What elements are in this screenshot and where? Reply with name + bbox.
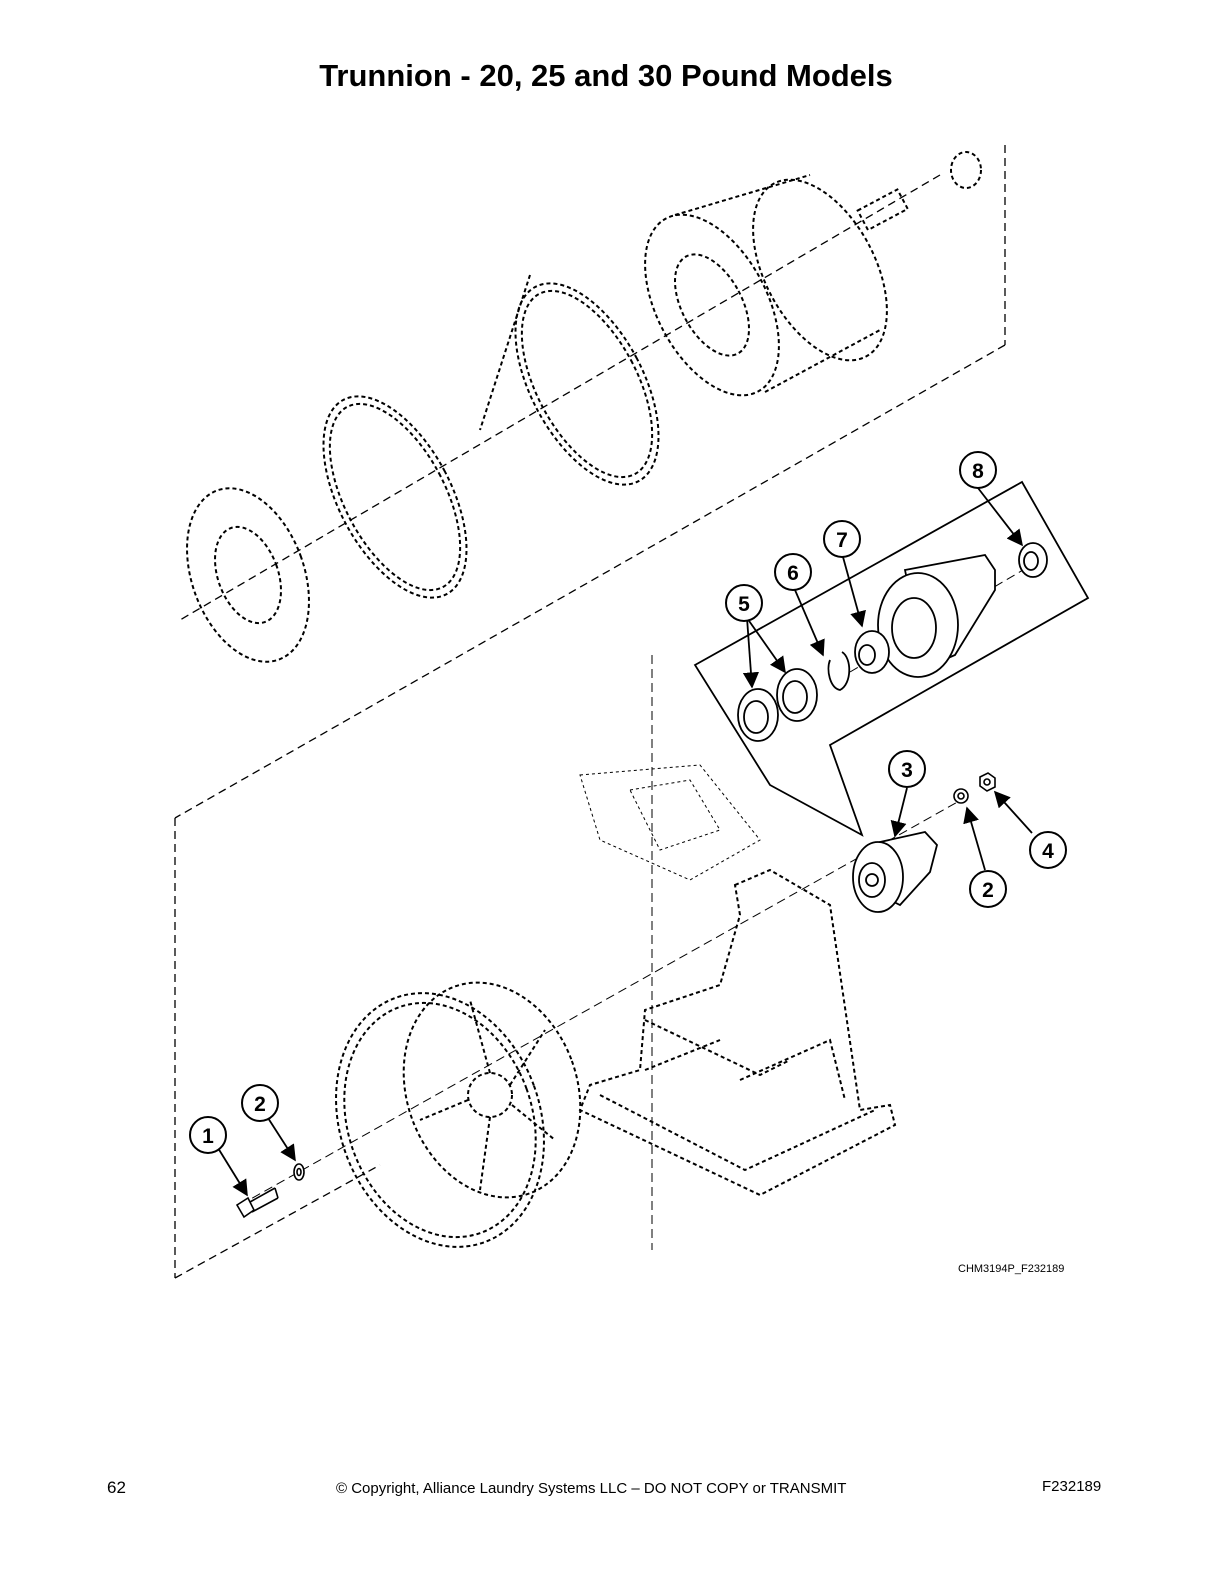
page-title: Trunnion - 20, 25 and 30 Pound Models: [319, 58, 893, 93]
detail-box: [693, 480, 1090, 837]
footer-copyright: © Copyright, Alliance Laundry Systems LL…: [336, 1480, 847, 1497]
bolt-part: [235, 1187, 279, 1219]
footer-doc-number: F232189: [1042, 1478, 1102, 1495]
gasket-rings-phantom: [322, 274, 660, 599]
seal-part-outer: [737, 688, 779, 742]
svg-text:7: 7: [836, 529, 848, 552]
trunnion-support-phantom: [578, 868, 897, 1197]
svg-text:8: 8: [972, 460, 984, 483]
callout-leaders: [217, 487, 1033, 1197]
svg-text:3: 3: [901, 759, 913, 782]
nut-part: [979, 772, 996, 792]
callout-5: 5: [725, 584, 763, 622]
callout-2-rear: 2: [969, 870, 1007, 908]
seal-part-inner: [776, 668, 818, 722]
callout-2-front: 2: [241, 1084, 279, 1122]
front-flange-phantom: [186, 487, 310, 663]
pulley-phantom: [335, 981, 582, 1248]
bearing-housing-assembly: [852, 831, 938, 913]
washer-part-front: [293, 1163, 305, 1181]
callout-3: 3: [888, 750, 926, 788]
basket-cylinder-phantom: [644, 151, 982, 397]
callout-6: 6: [774, 553, 812, 591]
callout-7: 7: [823, 520, 861, 558]
bearing-front-part: [854, 630, 890, 674]
housing-detail: [877, 554, 996, 678]
callout-4: 4: [1029, 831, 1067, 869]
bearing-rear-part: [1018, 542, 1048, 578]
svg-text:2: 2: [982, 879, 994, 902]
svg-text:5: 5: [738, 593, 750, 616]
svg-text:4: 4: [1042, 840, 1054, 863]
svg-text:6: 6: [787, 562, 799, 585]
washer-part-rear: [953, 788, 969, 804]
phantom-frame-outline: [174, 145, 1006, 1279]
figure-id: CHM3194P_F232189: [958, 1263, 1065, 1275]
snap-ring-part: [827, 651, 851, 691]
callout-1: 1: [189, 1116, 227, 1154]
svg-text:2: 2: [254, 1093, 266, 1116]
callout-8: 8: [959, 451, 997, 489]
svg-text:1: 1: [202, 1125, 214, 1148]
tub-phantom: [579, 764, 761, 881]
footer-page-number: 62: [107, 1478, 126, 1497]
